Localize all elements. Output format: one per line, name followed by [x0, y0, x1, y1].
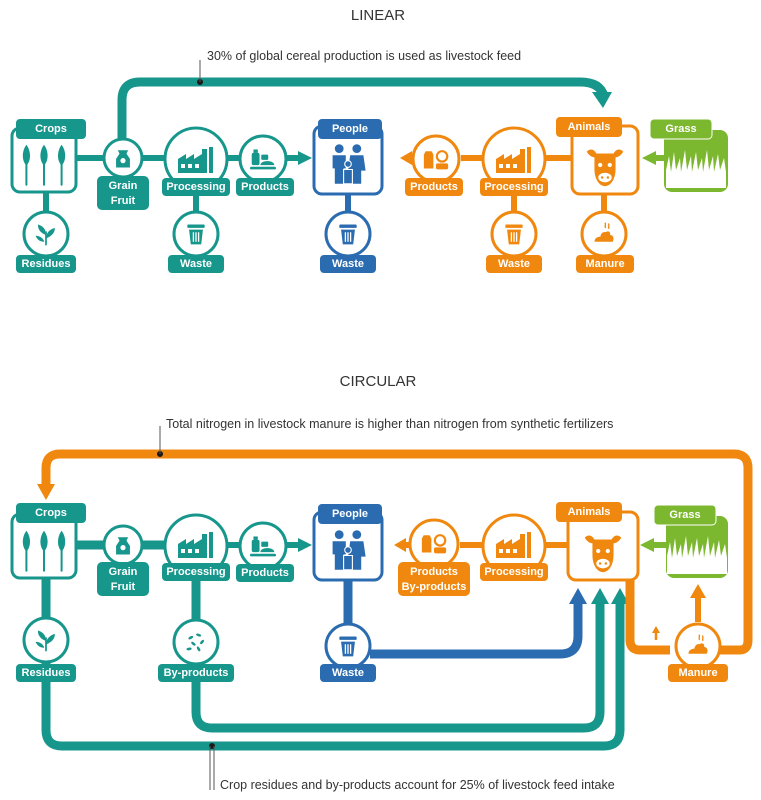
products-label: Products [241, 181, 289, 193]
grass-label: Grass [669, 509, 700, 521]
people-label: People [332, 123, 368, 135]
crops-label: Crops [35, 507, 67, 519]
circular-manure-node: Manure [668, 622, 728, 682]
linear-title: LINEAR [351, 7, 405, 24]
manure-label: Manure [585, 258, 624, 270]
circular-nitrogen-arrow [41, 449, 753, 655]
manure-grass-arrowhead [690, 584, 706, 598]
circular-byproducts-teal-node: By-products [158, 618, 234, 682]
residues-feed-arrow [41, 590, 625, 751]
linear-residues-node: Residues [16, 210, 76, 273]
byproducts-label: By-products [164, 667, 229, 679]
grain-label: Grain [109, 566, 138, 578]
animals-manure-circular-link [625, 580, 670, 655]
linear-crops-node: Crops [10, 119, 86, 194]
residues-feed-arrowhead [611, 588, 629, 604]
orange-people-circular-arrowhead [394, 538, 406, 552]
products-label: Products [410, 566, 458, 578]
processing-label: Processing [484, 181, 543, 193]
products-label: Products [241, 567, 289, 579]
grass-label: Grass [665, 123, 696, 135]
circular-grain-node: Grain Fruit [97, 524, 149, 596]
circular-processing-teal-node: Processing [162, 513, 230, 581]
circular-top-note: Total nitrogen in livestock manure is hi… [166, 417, 613, 431]
grass-animals-circular-arrowhead [640, 538, 654, 552]
linear-waste-blue-node: Waste [320, 210, 376, 273]
linear-products-orange-node: Products [405, 134, 463, 196]
animals-label: Animals [568, 506, 611, 518]
circular-people-node: People [312, 504, 384, 582]
animals-label: Animals [568, 121, 611, 133]
circular-waste-node: Waste [320, 622, 376, 682]
linear-waste-teal-node: Waste [168, 210, 224, 273]
waste-label: Waste [180, 258, 212, 270]
processing-label: Processing [484, 566, 543, 578]
fruit-label: Fruit [111, 195, 136, 207]
linear-feed-arrow [117, 77, 609, 150]
manure-label: Manure [678, 667, 717, 679]
linear-grain-node: Grain Fruit [97, 137, 149, 210]
byproducts-feed-arrowhead [591, 588, 609, 604]
grain-label: Grain [109, 180, 138, 192]
circular-animals-node: Animals [556, 502, 640, 582]
waste-feed-arrow [370, 600, 583, 659]
linear-feed-arrowhead [592, 92, 612, 108]
linear-waste-orange-node: Waste [486, 210, 542, 273]
byproducts-feed-arrow [191, 576, 605, 733]
linear-animals-node: Animals [556, 117, 640, 196]
residues-label: Residues [22, 258, 71, 270]
crops-label: Crops [35, 123, 67, 135]
circular-nitrogen-arrowhead [37, 484, 55, 500]
residues-label: Residues [22, 667, 71, 679]
linear-manure-node: Manure [576, 210, 634, 273]
linear-products-teal-node: Products [236, 134, 294, 196]
waste-label: Waste [332, 667, 364, 679]
circular-products-teal-node: Products [236, 521, 294, 582]
circular-crops-node: Crops [10, 503, 86, 580]
linear-grass-node: Grass [649, 118, 728, 192]
products-people-arrowhead [298, 151, 312, 165]
waste-label: Waste [498, 258, 530, 270]
linear-processing-orange-node: Processing [480, 126, 548, 196]
circular-title: CIRCULAR [340, 373, 417, 390]
circular-residues-node: Residues [16, 616, 76, 682]
circular-processing-orange-node: Processing [480, 513, 548, 581]
people-label: People [332, 508, 368, 520]
circular-products-orange-node: Products By-products [398, 518, 470, 596]
grass-animals-arrowhead [642, 151, 656, 165]
products-label: Products [410, 181, 458, 193]
orange-people-arrowhead [400, 151, 412, 165]
waste-feed-arrowhead [569, 588, 587, 604]
processing-label: Processing [166, 566, 225, 578]
circular-bottom-note: Crop residues and by-products account fo… [220, 778, 615, 792]
byproducts-label: By-products [402, 581, 467, 593]
linear-note: 30% of global cereal production is used … [207, 49, 521, 63]
products-people-circular-arrowhead [298, 538, 312, 552]
linear-processing-teal-node: Processing [162, 126, 230, 196]
linear-people-node: People [312, 119, 384, 196]
manure-small-arrowhead [652, 626, 660, 633]
waste-label: Waste [332, 258, 364, 270]
fruit-label: Fruit [111, 581, 136, 593]
circular-grass-node: Grass [653, 504, 728, 578]
processing-label: Processing [166, 181, 225, 193]
